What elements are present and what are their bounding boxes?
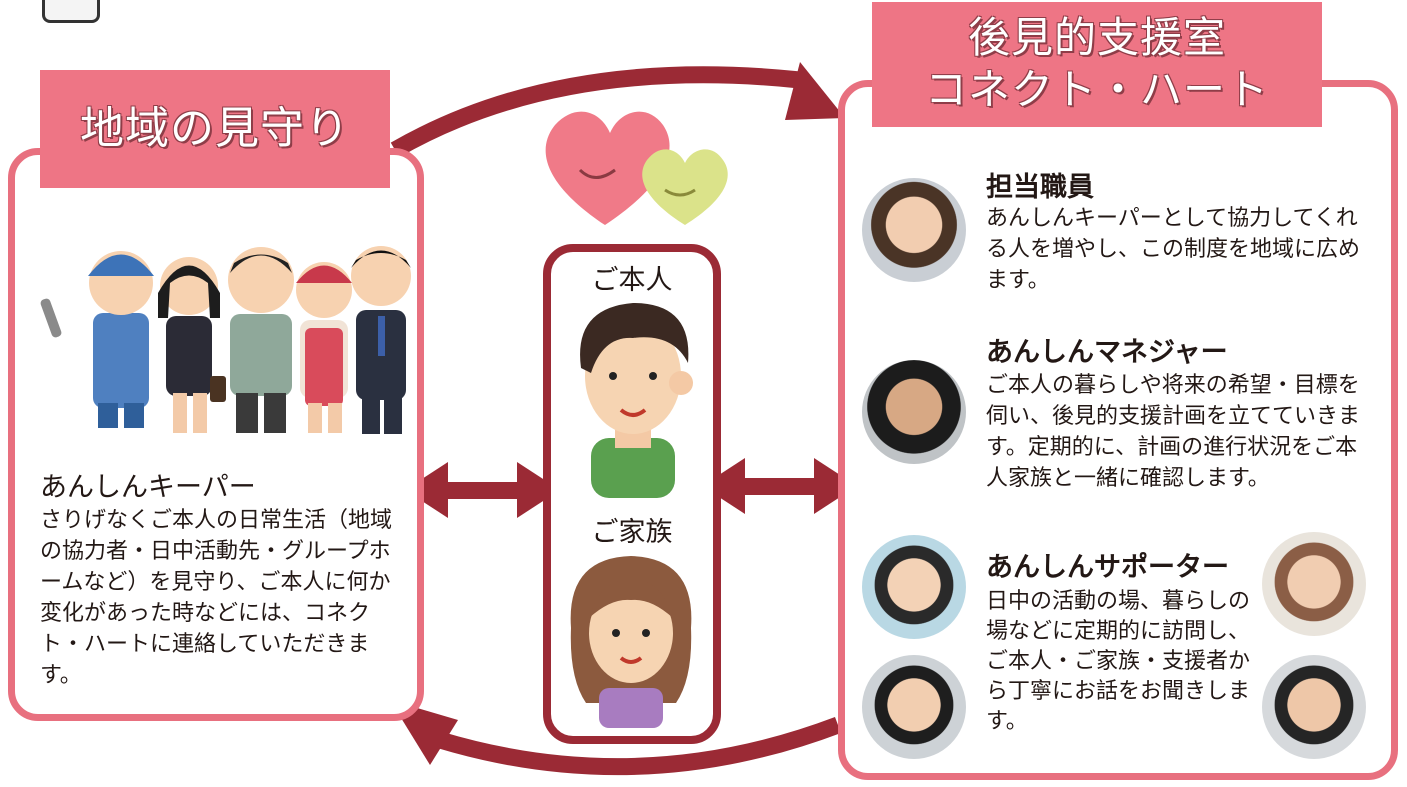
- keeper-description: さりげなくご本人の日常生活（地域の協力者・日中活動先・グループホームなど）を見守…: [40, 508, 393, 688]
- right-panel-title: 後見的支援室 コネクト・ハート: [872, 2, 1322, 127]
- worker-office-woman: [158, 257, 226, 433]
- worker-businessman: [351, 246, 411, 434]
- staff-photo: [862, 178, 966, 282]
- corner-frame-fragment: [42, 0, 100, 23]
- supporter-photo-2: [1262, 532, 1366, 636]
- supporter-photo-1: [862, 535, 966, 639]
- supporter-photo-3: [862, 655, 966, 759]
- green-heart: [642, 149, 728, 225]
- worker-elder-man: [228, 247, 294, 433]
- top-arrowhead: [785, 62, 845, 120]
- supporter-description: 日中の活動の場、暮らしの場などに定期的に訪問し、ご本人・ご家族・支援者から丁寧に…: [986, 589, 1251, 734]
- manager-description: ご本人の暮らしや将来の希望・目標を伺い、後見的支援計画を立てていきます。定期的に…: [986, 373, 1361, 491]
- person-illustration: [580, 303, 693, 498]
- person-label: ご本人: [591, 265, 673, 296]
- family-illustration: [570, 556, 692, 728]
- right-panel-title-line1: 後見的支援室: [967, 13, 1226, 62]
- right-double-arrow: [702, 458, 857, 514]
- manager-photo: [862, 360, 966, 464]
- left-double-arrow: [405, 462, 560, 518]
- keeper-heading: あんしんキーパー: [40, 472, 256, 503]
- five-workers-illustration: [40, 246, 411, 434]
- staff-description: あんしんキーパーとして協力してくれる人を増やし、この制度を地域に広めます。: [986, 206, 1361, 293]
- supporter-heading: あんしんサポーター: [986, 552, 1229, 583]
- worker-apron-woman: [296, 262, 352, 433]
- family-label: ご家族: [591, 517, 673, 548]
- bottom-cycle-arrow: [437, 717, 842, 776]
- supporter-photo-4: [1262, 655, 1366, 759]
- staff-heading: 担当職員: [986, 172, 1094, 203]
- manager-heading: あんしんマネジャー: [986, 337, 1228, 368]
- hearts-illustration: [545, 111, 728, 225]
- right-panel-title-line2: コネクト・ハート: [924, 65, 1269, 114]
- top-cycle-arrow: [390, 66, 801, 158]
- worker-mechanic: [40, 251, 154, 428]
- left-panel-title: 地域の見守り: [40, 70, 390, 188]
